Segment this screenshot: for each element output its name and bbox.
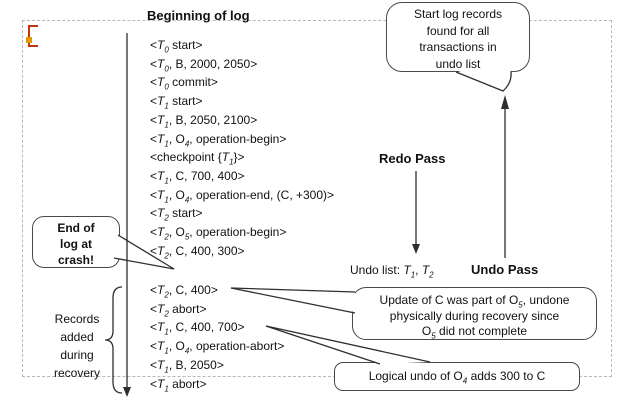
log-record: <T2, C, 400> xyxy=(150,283,218,300)
callout-line: transactions in xyxy=(419,40,497,54)
callout-line: crash! xyxy=(57,253,95,267)
log-record: <T1, C, 400, 700> xyxy=(150,320,245,337)
log-record: <T0, B, 2000, 2050> xyxy=(150,56,258,74)
log-timeline-arrowhead xyxy=(123,387,131,397)
log-record: <T1, O4, operation-begin> xyxy=(150,131,287,148)
callout-line: Update of C was part of O5, undone xyxy=(379,293,570,310)
log-record: <T1 abort> xyxy=(150,376,207,393)
log-record: <T1, B, 2050> xyxy=(150,357,224,375)
undo-list-text: Undo list: T1, T2 xyxy=(350,263,434,280)
redo-arrowhead xyxy=(412,244,420,254)
callout-line: End of xyxy=(57,221,95,235)
undo-pass-label: Undo Pass xyxy=(471,262,539,277)
log-record: <T1 start> xyxy=(150,94,203,111)
log-title: Beginning of log xyxy=(147,8,250,23)
log-record: <T1, B, 2050, 2100> xyxy=(150,112,258,130)
callout-line: log at xyxy=(60,237,92,251)
log-record: <T1, O4, operation-abort> xyxy=(150,339,285,356)
callout-line: physically during recovery since xyxy=(389,308,560,323)
label-line: recovery xyxy=(53,366,100,380)
log-record: <T1, C, 700, 400> xyxy=(150,168,245,186)
log-record: <T2, C, 400, 300> xyxy=(150,243,245,261)
start-callout-tail xyxy=(456,70,511,91)
log-record: <T2 start> xyxy=(150,206,203,223)
log-entries-before-crash: <T0 start><T0, B, 2000, 2050><T0 commit>… xyxy=(150,36,334,260)
start-callout-tail-edge xyxy=(455,71,512,92)
callout-line: O5 did not complete xyxy=(421,324,528,341)
callout-line: undo list xyxy=(435,56,481,71)
log-record: <T0 start> xyxy=(150,38,203,55)
callout-line: found for all xyxy=(426,23,490,38)
redo-pass-label: Redo Pass xyxy=(379,151,446,166)
red-bracket-marker-square xyxy=(26,37,32,43)
records-added-label: Records added during recovery xyxy=(40,310,114,382)
log-record: <T0 commit> xyxy=(150,75,218,92)
log-entries-added-during-recovery: <T2, C, 400><T2 abort><T1, C, 400, 700> <… xyxy=(150,281,284,393)
undo-arrowhead xyxy=(501,95,509,109)
log-record: <T1, O4, operation-end, (C, +300)> xyxy=(150,187,335,205)
label-line: added xyxy=(60,330,94,344)
log-record: <T2 abort> xyxy=(150,301,207,319)
start-records-callout: Start log records found for all transactio… xyxy=(386,2,530,72)
red-bracket-marker-icon xyxy=(28,25,38,47)
label-line: during xyxy=(60,348,94,362)
callout-line: Start log records xyxy=(413,7,503,21)
log-record: <T2, O5, operation-begin> xyxy=(150,225,287,242)
log-record: <checkpoint {T1}> xyxy=(150,150,245,167)
callout-line: Logical undo of O4 adds 300 to C xyxy=(368,369,546,386)
logical-undo-callout: Logical undo of O4 adds 300 to C xyxy=(334,362,580,391)
label-line: Records xyxy=(54,312,100,326)
end-of-log-crash-callout: End of log at crash! xyxy=(32,216,120,268)
